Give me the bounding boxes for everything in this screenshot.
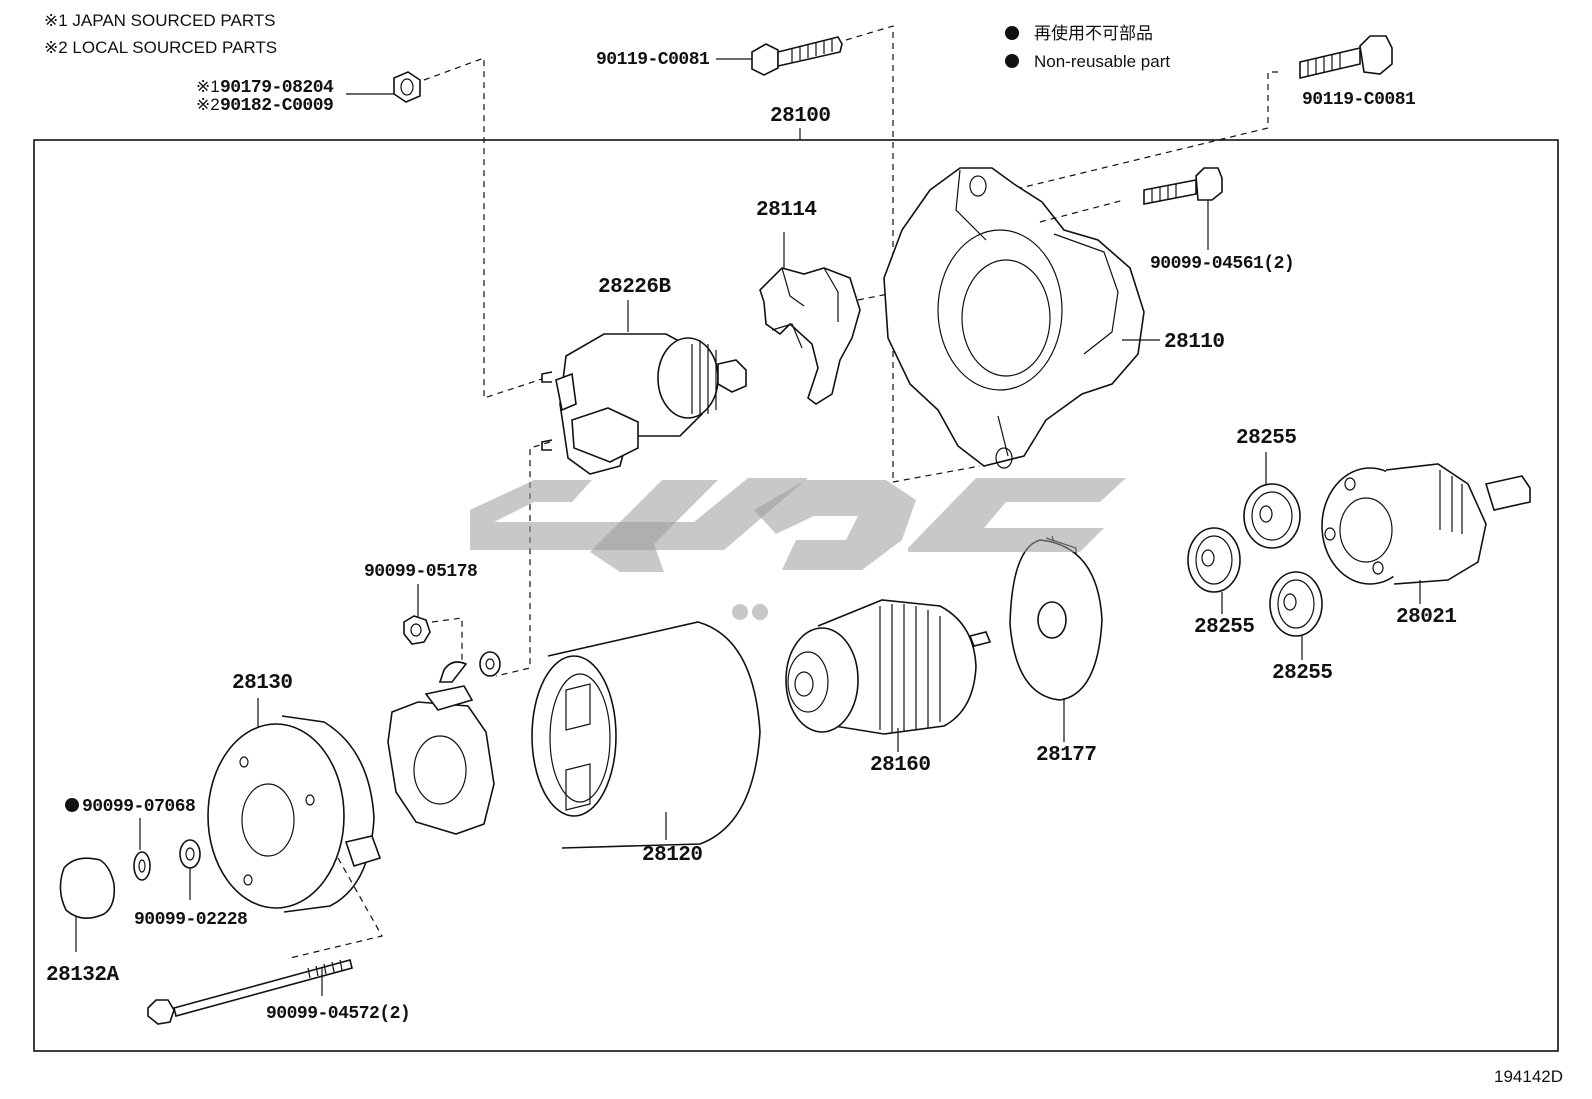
yoke-part[interactable] bbox=[531, 621, 761, 849]
armature-part[interactable] bbox=[785, 599, 992, 735]
housing-bolt-part[interactable] bbox=[1143, 167, 1223, 205]
callout-through-bolt[interactable]: 90099-04572(2) bbox=[266, 1004, 411, 1024]
callout-clutch[interactable]: 28021 bbox=[1396, 606, 1457, 629]
legend-japanese: 再使用不可部品 bbox=[1034, 23, 1153, 43]
gear-left-part[interactable] bbox=[1187, 527, 1241, 593]
note-mark-2: ※2 bbox=[196, 95, 220, 114]
callout-housing[interactable]: 28110 bbox=[1164, 331, 1225, 354]
note-japan-sourced: ※1 JAPAN SOURCED PARTS bbox=[44, 11, 276, 30]
callout-gear-bottom[interactable]: 28255 bbox=[1272, 662, 1333, 685]
note-local-sourced: ※2 LOCAL SOURCED PARTS bbox=[44, 38, 277, 57]
callout-gear-left[interactable]: 28255 bbox=[1194, 616, 1255, 639]
brush-holder-end-part[interactable] bbox=[207, 715, 382, 913]
note-mark-1: ※1 bbox=[196, 77, 220, 96]
callout-cap[interactable]: 28132A bbox=[46, 964, 120, 987]
callout-brush-holder-end[interactable]: 28130 bbox=[232, 672, 293, 695]
legend-dot-icon bbox=[1005, 26, 1019, 40]
callout-bolt-top-right[interactable]: 90119-C0081 bbox=[1302, 90, 1417, 110]
callout-nut-japan[interactable]: 90179-08204 bbox=[220, 78, 335, 98]
clutch-part[interactable] bbox=[1321, 463, 1531, 585]
callout-assembly[interactable]: 28100 bbox=[770, 105, 831, 128]
watermark-logo bbox=[470, 478, 1126, 620]
lever-part[interactable] bbox=[759, 267, 861, 405]
gear-top-part[interactable] bbox=[1243, 483, 1301, 549]
small-nut-part[interactable] bbox=[403, 615, 431, 645]
diagram-id: 194142D bbox=[1494, 1067, 1563, 1086]
callout-yoke[interactable]: 28120 bbox=[642, 844, 703, 867]
callout-housing-bolt[interactable]: 90099-04561(2) bbox=[1150, 254, 1295, 274]
plate-part[interactable] bbox=[1009, 535, 1103, 701]
legend-english: Non-reusable part bbox=[1034, 52, 1170, 71]
callout-solenoid[interactable]: 28226B bbox=[598, 276, 672, 299]
nut-part[interactable] bbox=[393, 71, 421, 103]
solenoid-part[interactable] bbox=[541, 333, 747, 475]
callout-washer-pair[interactable]: 90099-02228 bbox=[134, 910, 248, 930]
assembly-frame bbox=[33, 139, 1559, 1052]
bolt-top-left-part[interactable] bbox=[751, 36, 843, 76]
callout-bolt-top-left[interactable]: 90119-C0081 bbox=[596, 50, 711, 70]
callout-nut-small[interactable]: 90099-05178 bbox=[364, 562, 478, 582]
gear-bottom-part[interactable] bbox=[1269, 571, 1323, 637]
callout-armature[interactable]: 28160 bbox=[870, 754, 931, 777]
washer-terminal-part[interactable] bbox=[479, 651, 501, 677]
bolt-top-right-part[interactable] bbox=[1299, 35, 1393, 80]
through-bolt-part[interactable] bbox=[147, 959, 353, 1025]
housing-part[interactable] bbox=[883, 167, 1145, 469]
callout-plate[interactable]: 28177 bbox=[1036, 744, 1097, 767]
callout-nut-local[interactable]: 90182-C0009 bbox=[220, 96, 334, 116]
callout-lever[interactable]: 28114 bbox=[756, 199, 817, 222]
cap-part[interactable] bbox=[59, 857, 116, 919]
brush-plate-part[interactable] bbox=[387, 661, 495, 835]
callout-washer-black[interactable]: 90099-07068 bbox=[82, 797, 196, 817]
legend-dot-icon bbox=[1005, 54, 1019, 68]
washer-black-part[interactable] bbox=[133, 851, 151, 881]
non-reusable-dot-icon bbox=[65, 798, 79, 812]
washer-pair-part[interactable] bbox=[179, 839, 201, 869]
callout-gear-top[interactable]: 28255 bbox=[1236, 427, 1297, 450]
